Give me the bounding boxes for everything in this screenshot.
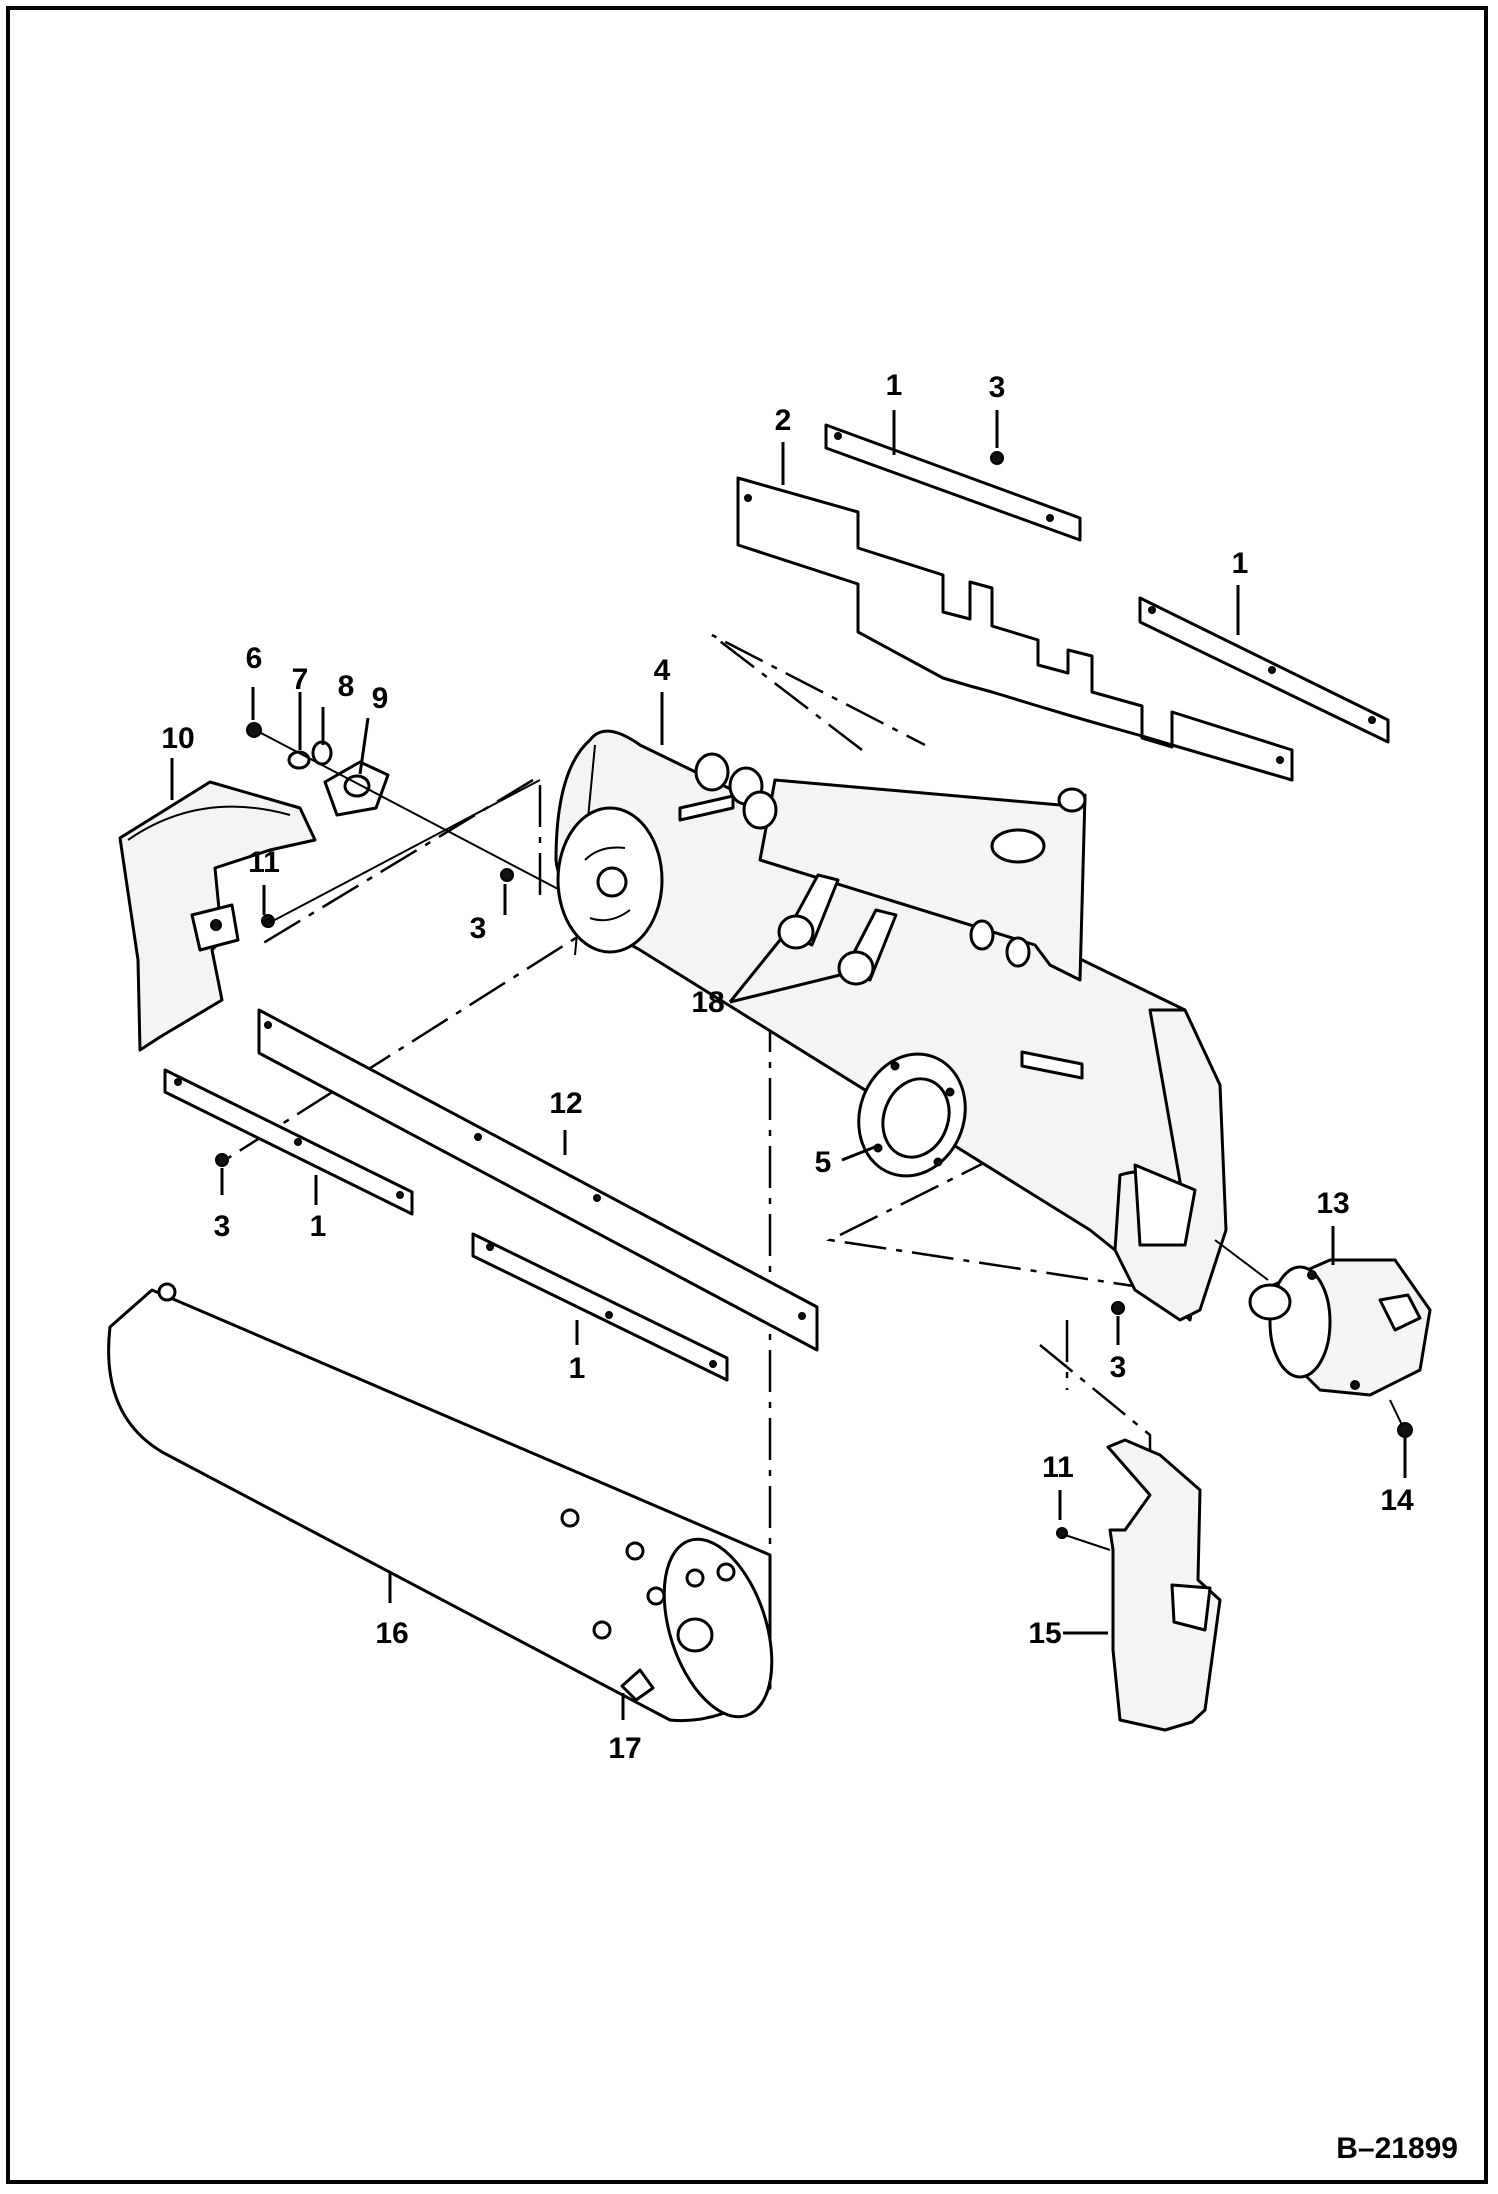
callout-11: 11 [248, 846, 280, 879]
callout-6: 6 [246, 642, 263, 675]
callout-5: 5 [815, 1146, 832, 1179]
figure-reference-number: B–21899 [1336, 2132, 1458, 2165]
callout-16: 16 [375, 1617, 408, 1650]
bolt-11 [264, 779, 541, 928]
callout-1: 1 [886, 369, 903, 402]
callout-7: 7 [292, 663, 309, 696]
leader-lines [170, 410, 1407, 1720]
callout-2: 2 [775, 404, 792, 437]
motor-13 [1214, 1239, 1432, 1438]
callout-3: 3 [214, 1210, 231, 1243]
callout-1: 1 [1232, 547, 1249, 580]
strip-1-right [1138, 596, 1390, 744]
strip-1-middle [471, 1232, 729, 1382]
callout-18: 18 [691, 986, 724, 1019]
callout-14: 14 [1380, 1484, 1414, 1517]
small-parts-6-9 [246, 722, 561, 891]
callout-9: 9 [372, 682, 389, 715]
callout-3: 3 [470, 912, 487, 945]
drum-16 [107, 1282, 774, 1723]
callout-12: 12 [549, 1087, 582, 1120]
callout-3: 3 [1110, 1351, 1127, 1384]
page-border [6, 6, 1488, 2184]
guard-10 [118, 780, 317, 1052]
callout-4: 4 [654, 654, 671, 687]
callout-17: 17 [608, 1732, 641, 1765]
callout-3: 3 [989, 371, 1006, 404]
callout-11: 11 [1042, 1451, 1074, 1484]
top-plate-2 [736, 476, 1294, 782]
callout-8: 8 [338, 670, 355, 703]
callout-1: 1 [310, 1210, 327, 1243]
strip-1-top [824, 423, 1082, 542]
main-housing-4 [554, 729, 1228, 1322]
flange-ring-5 [857, 1052, 967, 1178]
guard-15 [1056, 1438, 1222, 1732]
callout-13: 13 [1316, 1187, 1349, 1220]
callout-15: 15 [1028, 1617, 1061, 1650]
callout-1: 1 [569, 1352, 586, 1385]
callouts: 1 3 2 1 6 7 8 9 4 10 11 3 18 12 5 3 1 13… [161, 369, 1414, 1765]
callout-10: 10 [161, 722, 194, 755]
plate-12 [257, 1008, 819, 1352]
bearings-18 [777, 873, 898, 986]
strip-1-left [163, 1068, 414, 1216]
